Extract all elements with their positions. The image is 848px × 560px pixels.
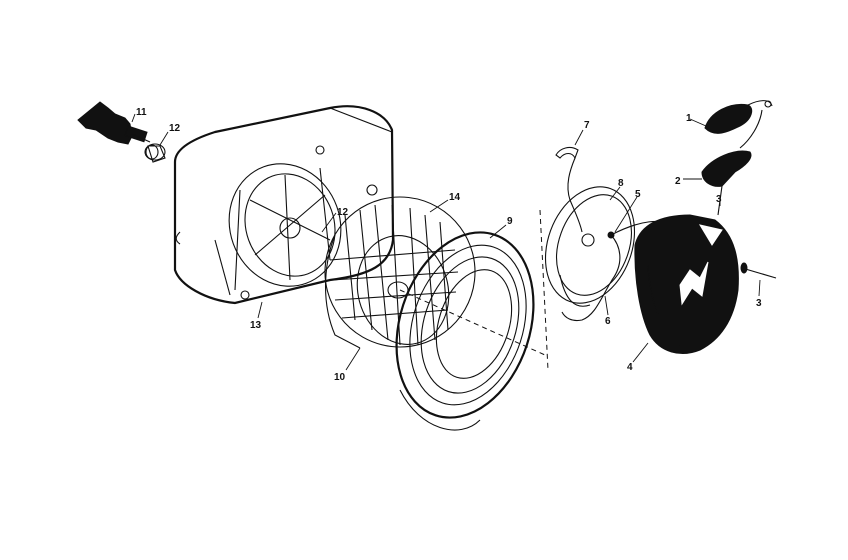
- rope-assembly: [555, 146, 681, 322]
- callout-4: 4: [627, 362, 633, 373]
- callout-11: 11: [136, 107, 147, 118]
- screw-part: [740, 262, 777, 279]
- callout-13: 13: [250, 320, 262, 331]
- callout-10: 10: [334, 372, 346, 383]
- callout-5: 5: [635, 189, 641, 200]
- callout-3: 3: [756, 298, 762, 309]
- rope-pulley-part: [395, 209, 549, 431]
- callout-12-inner: 12: [337, 207, 349, 218]
- callout-14: 14: [449, 192, 461, 203]
- callout-9: 9: [507, 216, 513, 227]
- starter-housing-part: [634, 214, 739, 354]
- callout-12: 12: [169, 123, 181, 134]
- leader-lines: [131, 113, 761, 371]
- callout-8: 8: [618, 178, 624, 189]
- callout-3-upper: 3: [716, 194, 722, 205]
- tool-bolt-part: [77, 101, 151, 145]
- spring-cover-part: [544, 186, 636, 307]
- callout-7: 7: [584, 120, 590, 131]
- handle-insert-part: [701, 150, 752, 216]
- callout-2: 2: [675, 176, 681, 187]
- bushing-part: [144, 143, 166, 163]
- starter-handle-part: [704, 100, 773, 149]
- blower-housing-part: [173, 105, 395, 305]
- callout-1: 1: [686, 113, 692, 124]
- callout-labels: 1 2 3 3 4 5 6 7 8 9 10 11 12 12 13 14: [136, 107, 762, 383]
- callout-6: 6: [605, 316, 611, 327]
- flywheel-part: [324, 196, 476, 349]
